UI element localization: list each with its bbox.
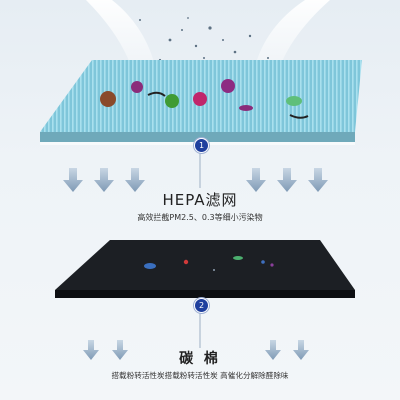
dust-particles (139, 17, 269, 62)
arrows-row-2 (83, 340, 309, 360)
germ-icon (100, 91, 116, 107)
step-marker-1: 1 (194, 138, 209, 153)
down-arrow-icon (125, 168, 145, 192)
down-arrow-icon (293, 340, 309, 360)
down-arrow-icon (277, 168, 297, 192)
down-arrow-icon (308, 168, 328, 192)
hepa-filter (40, 60, 362, 145)
germ-icon (239, 105, 253, 111)
germ-icon (286, 96, 302, 106)
down-arrow-icon (265, 340, 281, 360)
carbon-title: 碳 棉 (179, 351, 221, 367)
carbon-filter (55, 240, 355, 298)
carbon-subtitle: 搭载粉转活性炭搭载粉转活性炭 高催化分解除醛除味 (111, 371, 289, 380)
down-arrow-icon (112, 340, 128, 360)
step-marker-2: 2 (194, 298, 209, 313)
hepa-subtitle: 高效拦截PM2.5、0.3等细小污染物 (137, 213, 263, 222)
down-arrow-icon (83, 340, 99, 360)
germ-icon (165, 94, 179, 108)
down-arrow-icon (246, 168, 266, 192)
hepa-title: HEPA滤网 (162, 191, 238, 209)
germ-icon (131, 81, 143, 93)
arrows-row-1 (63, 168, 328, 192)
down-arrow-icon (63, 168, 83, 192)
down-arrow-icon (94, 168, 114, 192)
germ-icon (221, 79, 235, 93)
germ-icon (193, 92, 207, 106)
